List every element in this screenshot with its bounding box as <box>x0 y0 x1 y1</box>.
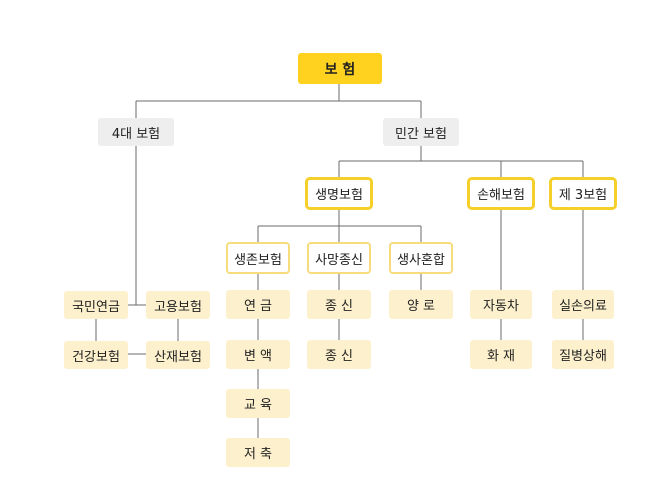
leaf-label: 국민연금 <box>72 299 120 315</box>
leaf-label: 변 액 <box>243 349 273 364</box>
leaf-label: 연 금 <box>243 299 273 314</box>
root-label: 보 험 <box>324 61 356 78</box>
leaf-label: 화 재 <box>486 349 516 364</box>
life-type-survival: 생존보험 <box>226 242 290 274</box>
leaf-label: 고용보험 <box>154 299 202 315</box>
leaf-nursing: 양 로 <box>389 290 453 319</box>
category-private-insurance: 민간 보험 <box>383 118 459 146</box>
social-item-pension: 국민연금 <box>64 291 128 319</box>
leaf-education: 교 육 <box>226 389 290 418</box>
social-item-employment: 고용보험 <box>146 291 210 319</box>
private-type-life: 생명보험 <box>305 177 373 210</box>
leaf-savings: 저 축 <box>226 438 290 467</box>
life-type-mixed: 생사혼합 <box>389 242 453 274</box>
leaf-fire: 화 재 <box>470 340 532 369</box>
type-label: 생명보험 <box>315 188 363 203</box>
leaf-label: 저 축 <box>243 447 273 462</box>
social-item-health: 건강보험 <box>64 341 128 369</box>
leaf-label: 실손의료 <box>559 299 607 314</box>
leaf-label: 양 로 <box>406 299 436 314</box>
leaf-label: 건강보험 <box>72 349 120 365</box>
leaf-car: 자동차 <box>470 290 532 319</box>
leaf-annuity: 연 금 <box>226 290 290 319</box>
leaf-disease: 질병상해 <box>552 340 614 369</box>
leaf-label: 종 신 <box>324 349 354 364</box>
subtype-label: 사망종신 <box>315 252 363 268</box>
private-type-damage: 손해보험 <box>467 177 535 210</box>
leaf-whole-life: 종 신 <box>307 340 371 369</box>
leaf-medical: 실손의료 <box>552 290 614 319</box>
private-type-third: 제 3보험 <box>549 177 617 210</box>
leaf-variable: 변 액 <box>226 340 290 369</box>
subtype-label: 생존보험 <box>234 252 282 268</box>
leaf-label: 자동차 <box>483 299 519 314</box>
leaf-label: 종 신 <box>324 299 354 314</box>
type-label: 제 3보험 <box>558 188 608 203</box>
social-item-accident: 산재보험 <box>146 341 210 369</box>
category-social-insurance: 4대 보험 <box>98 118 174 146</box>
category-label: 민간 보험 <box>395 126 447 142</box>
root-node: 보 험 <box>298 53 382 84</box>
subtype-label: 생사혼합 <box>397 252 445 268</box>
life-type-death: 사망종신 <box>307 242 371 274</box>
leaf-label: 질병상해 <box>559 349 607 364</box>
leaf-label: 교 육 <box>243 398 273 413</box>
leaf-whole-life: 종 신 <box>307 290 371 319</box>
leaf-label: 산재보험 <box>154 349 202 365</box>
category-label: 4대 보험 <box>111 126 161 142</box>
type-label: 손해보험 <box>477 188 525 203</box>
